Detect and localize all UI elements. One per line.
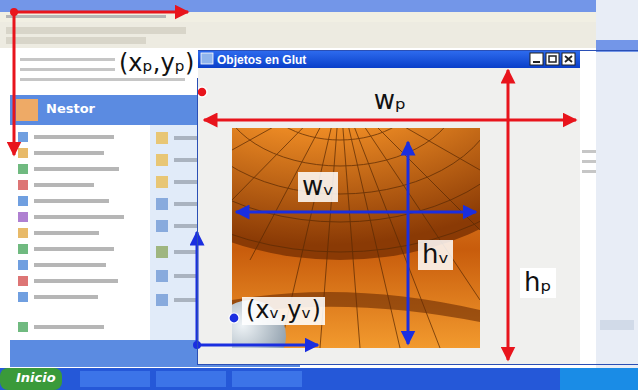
glut-window xyxy=(546,53,559,65)
dimension-label: wᵥ xyxy=(298,172,338,202)
taskbar xyxy=(560,368,638,390)
window-dimension-arrows xyxy=(204,70,576,360)
viewport-dimension-arrows xyxy=(236,142,476,344)
taskbar xyxy=(156,371,226,387)
glut-window xyxy=(533,61,540,63)
fade-overlay xyxy=(0,0,638,368)
glut-window xyxy=(201,53,213,64)
viewport-origin-dot xyxy=(229,313,239,323)
dimension-label: hₚ xyxy=(520,268,556,298)
viewport-dimension-arrows xyxy=(407,142,410,344)
viewport-image xyxy=(232,128,480,348)
coordinate-label: (xᵥ,yᵥ) xyxy=(242,297,325,325)
glut-window xyxy=(565,56,572,62)
viewport-image xyxy=(232,128,480,194)
glut-window xyxy=(530,53,543,65)
window-origin-dot xyxy=(197,87,207,97)
window-dimension-arrows xyxy=(507,70,510,360)
viewport-image xyxy=(260,128,420,140)
taskbar xyxy=(0,368,62,390)
glut-window xyxy=(549,56,556,62)
taskbar xyxy=(232,371,302,387)
screen-axes xyxy=(16,11,188,14)
viewport-image xyxy=(232,128,480,252)
viewport-dimension-arrows xyxy=(236,211,476,214)
start-button-label: Inicio xyxy=(12,371,60,386)
taskbar xyxy=(80,371,150,387)
dimension-label: wₚ xyxy=(370,86,410,116)
glut-window xyxy=(562,53,575,65)
viewport-axes xyxy=(197,344,318,347)
screen-axes xyxy=(13,14,16,155)
window-title: Objetos en Glut xyxy=(198,51,638,69)
viewport-axes xyxy=(197,232,318,345)
screen-axes xyxy=(14,12,188,155)
viewport-image xyxy=(232,128,480,348)
taskbar xyxy=(0,368,638,390)
viewport-image xyxy=(232,128,480,348)
origin-dot xyxy=(10,8,18,16)
viewport-image xyxy=(232,128,480,222)
coordinate-label: (xₚ,yₚ) xyxy=(115,50,198,78)
taskbar xyxy=(0,368,638,390)
user-name: Nestor xyxy=(42,102,99,117)
window-dimension-arrows xyxy=(204,119,576,122)
dimension-label: hᵥ xyxy=(418,240,453,270)
viewport-image xyxy=(232,128,460,166)
